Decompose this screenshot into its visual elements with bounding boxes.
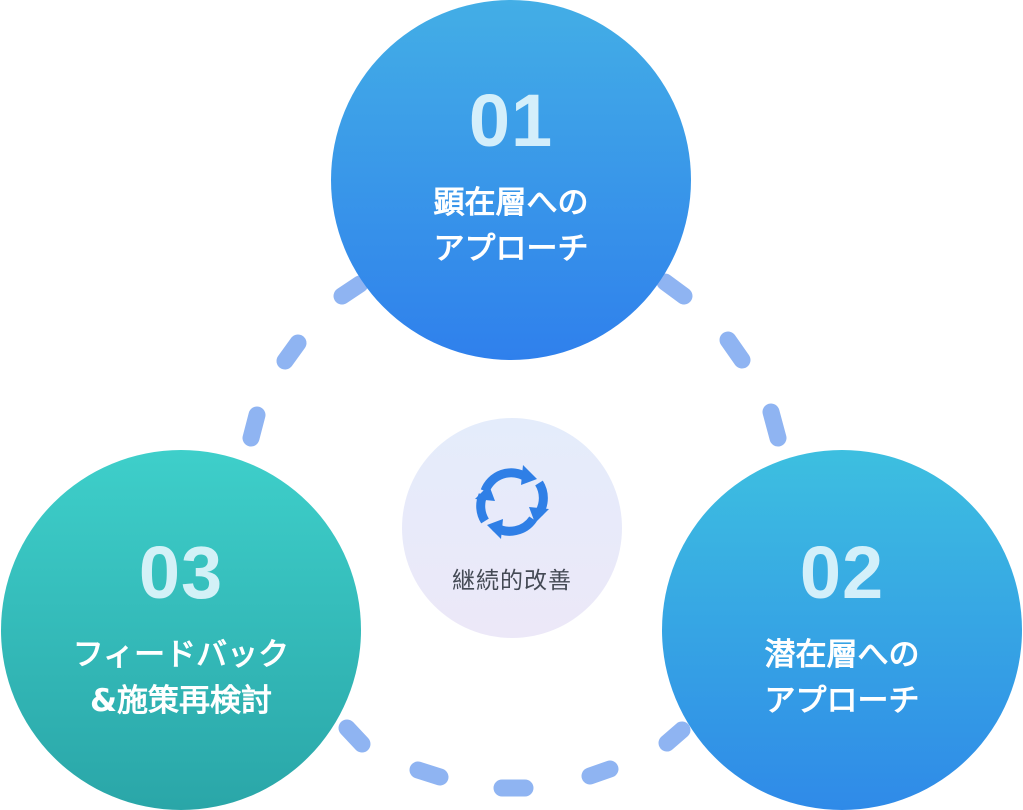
step-number: 01 (468, 79, 554, 162)
center-label: 継続的改善 (452, 568, 572, 594)
connector-dash (333, 275, 369, 305)
connector-dash (762, 403, 787, 447)
connector-dash (658, 721, 691, 752)
connector-dash (409, 761, 449, 786)
center-hub: 継続的改善 (402, 418, 622, 638)
step-01-circle: 01 顕在層への アプローチ (331, 0, 691, 360)
step-03-circle: 03 フィードバック &施策再検討 (1, 450, 361, 810)
step-label-line2: アプローチ (433, 231, 589, 267)
step-number: 02 (799, 531, 885, 614)
connector-dash (276, 334, 307, 370)
step-label-line1: フィードバック (72, 637, 290, 673)
refresh-cycle-icon (475, 465, 549, 539)
step-label-line2: &施策再検討 (89, 683, 273, 719)
step-label-line1: 潜在層への (764, 637, 920, 673)
connector-dash (656, 273, 693, 305)
step-number: 03 (138, 531, 224, 614)
step-label-line2: アプローチ (764, 683, 920, 719)
connector-dash (719, 331, 751, 369)
step-label-line1: 顕在層への (433, 185, 589, 221)
step-02-circle: 02 潜在層への アプローチ (662, 450, 1022, 810)
connector-dash (242, 406, 266, 447)
connector-dash (581, 760, 619, 785)
connector-dash (338, 719, 371, 753)
